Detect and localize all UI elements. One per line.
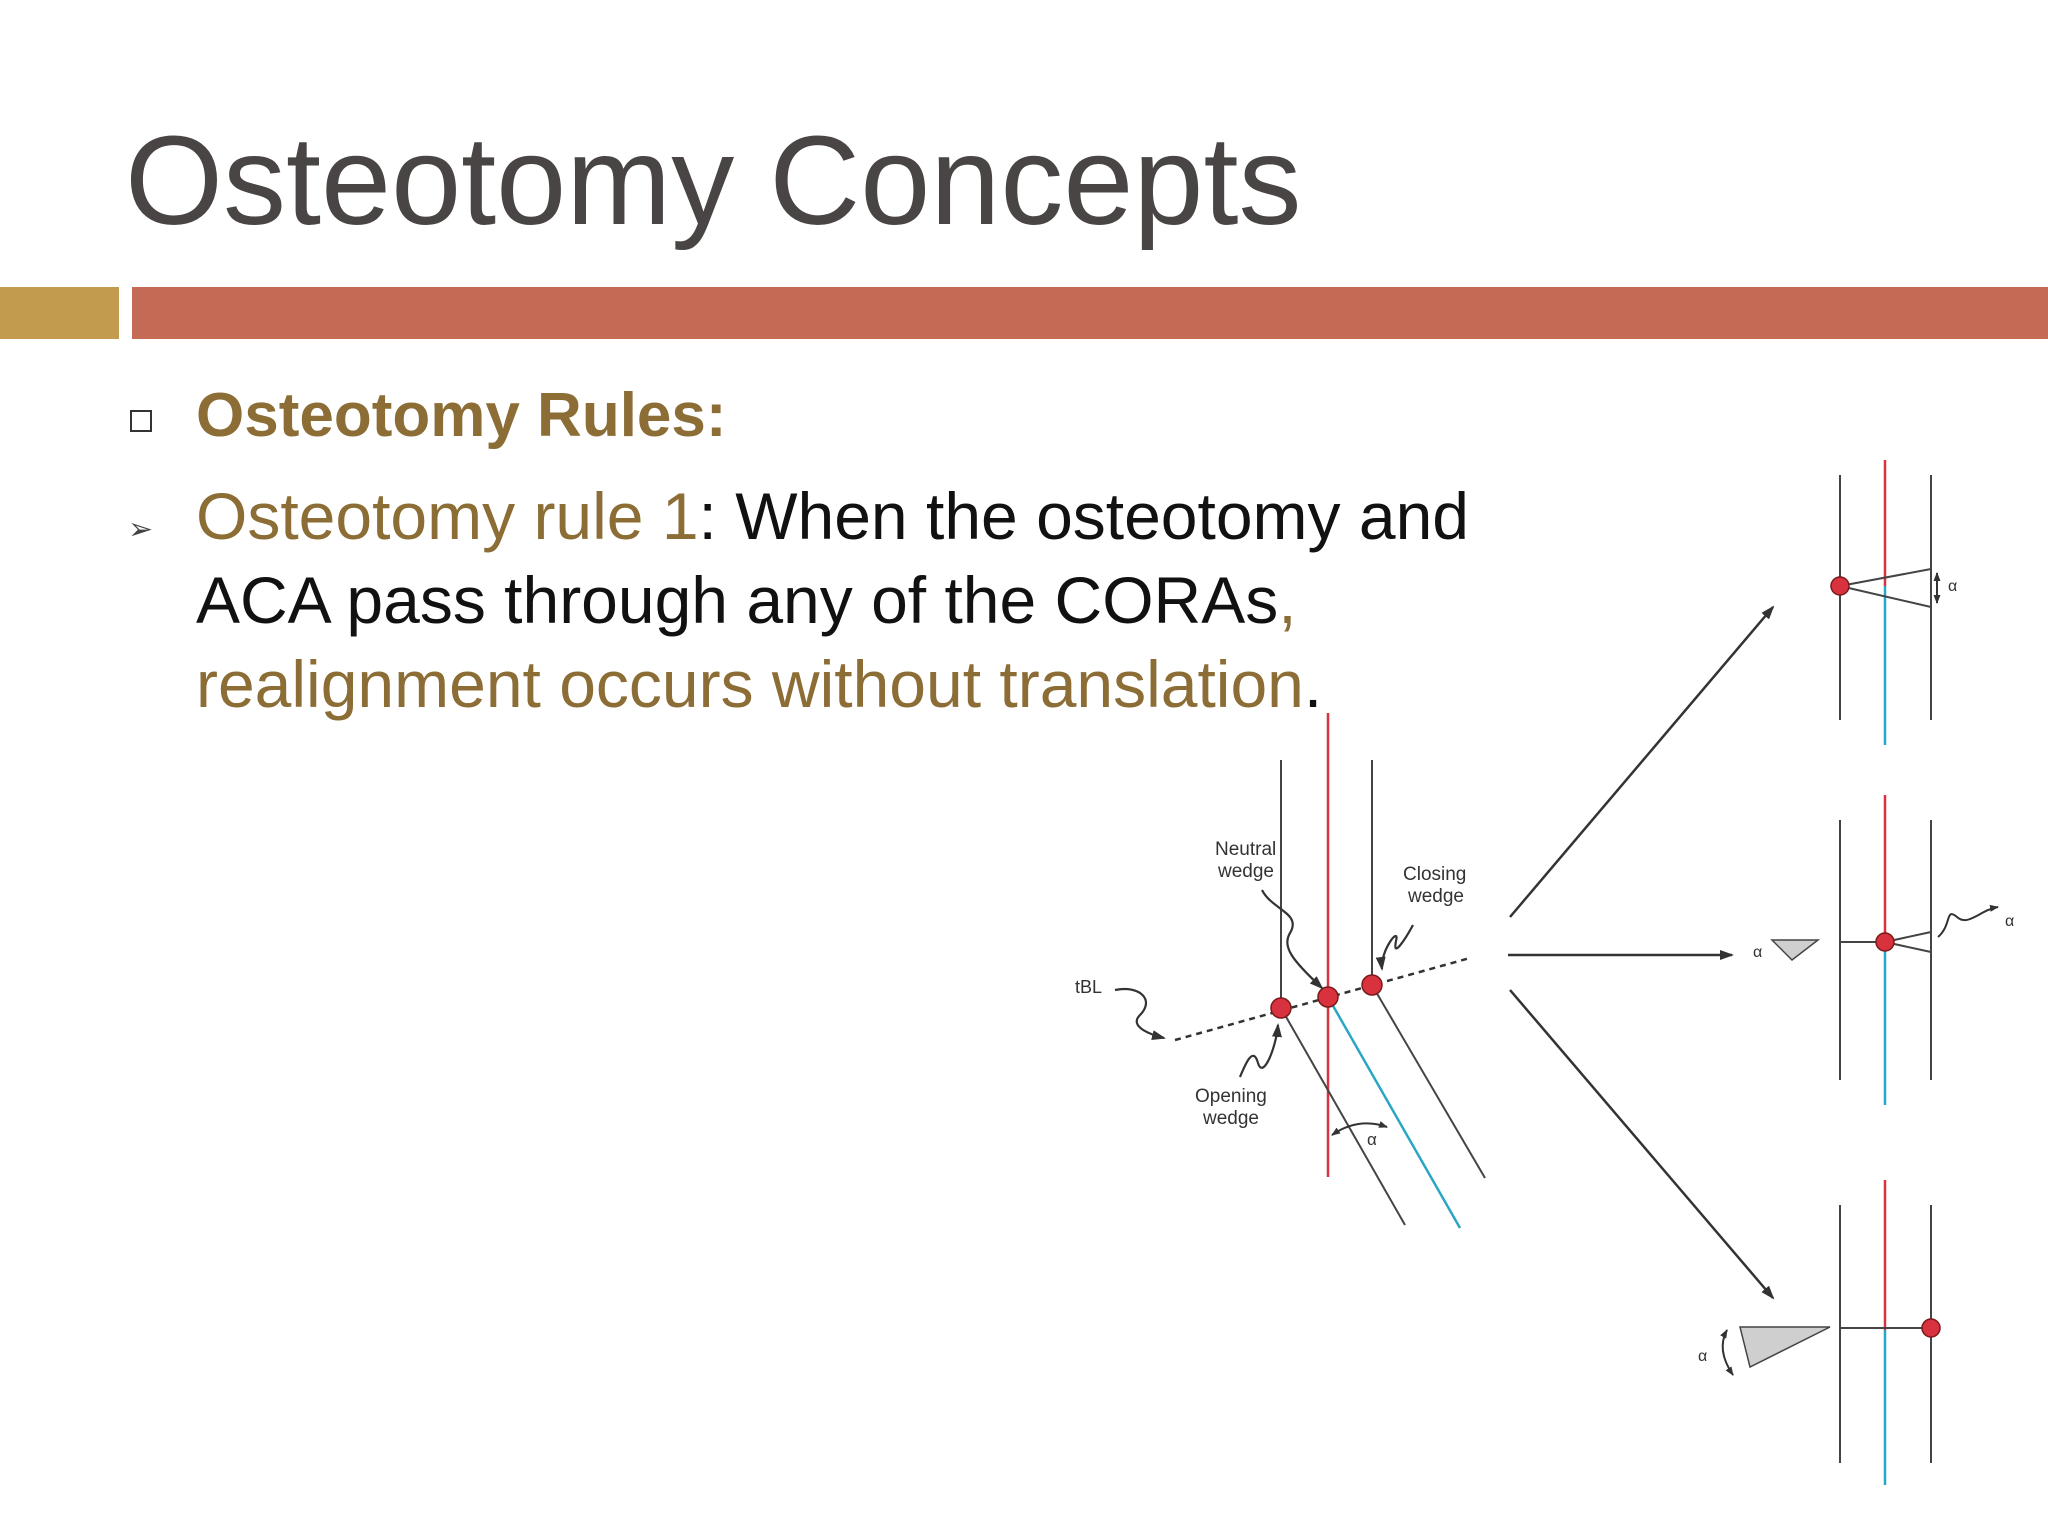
cora-point-neutral (1317, 986, 1339, 1008)
neutral-label-line1: Neutral (1215, 839, 1276, 860)
opening-pointer-arrow (1238, 1023, 1282, 1078)
rule-highlight: realignment occurs without translation (196, 647, 1304, 721)
cora-point-opening (1270, 997, 1292, 1019)
alpha-label-middle-right: α (2005, 913, 2014, 930)
opening-label-line1: Opening (1195, 1086, 1267, 1107)
alpha-arc-arrow (1331, 1121, 1388, 1136)
result-middle: α α (1753, 795, 2014, 1105)
result-bottom: α (1698, 1180, 1941, 1485)
bone-line-left-lower (1280, 1007, 1406, 1226)
alpha-label-bottom: α (1698, 1348, 1707, 1365)
closing-label-line1: Closing (1403, 864, 1466, 885)
central-figure: Neutral wedge Closing wedge Opening wedg… (1075, 713, 1486, 1229)
rule-end: . (1303, 647, 1323, 721)
arrow-bullet-icon: ➢ (128, 513, 154, 546)
title-accent-bar-red (132, 287, 2048, 339)
cora-point-bottom (1921, 1318, 1941, 1338)
arrow-to-top (1509, 605, 1775, 918)
rule-body: When the osteotomy and ACA pass through … (196, 479, 1469, 637)
closing-pointer-arrow (1375, 924, 1414, 971)
section-heading: Osteotomy Rules: (196, 381, 727, 450)
cora-point-top (1830, 576, 1850, 596)
alpha-label-central: α (1367, 1130, 1377, 1149)
tbl-label: tBL (1075, 977, 1102, 997)
rule-comma: , (1278, 563, 1297, 637)
alpha-label-top: α (1948, 578, 1957, 595)
title-accent-bar-gold (0, 287, 119, 339)
rule-prefix: Osteotomy rule 1 (196, 479, 699, 553)
neutral-label-line2: wedge (1217, 861, 1274, 882)
alpha-label-middle-left: α (1753, 944, 1762, 961)
wedge-bottom (1739, 1326, 1831, 1369)
tbl-dashed-line (1174, 956, 1471, 1042)
arrow-to-bottom (1509, 989, 1775, 1300)
wedge-middle (1770, 939, 1821, 961)
tbl-pointer-arrow (1114, 987, 1166, 1040)
rule-colon: : (698, 479, 717, 553)
rule-text: Osteotomy rule 1: When the osteotomy and… (196, 474, 1536, 726)
closing-label-line2: wedge (1407, 886, 1464, 907)
opening-label-line2: wedge (1202, 1108, 1259, 1129)
cora-point-middle (1875, 932, 1895, 952)
result-top: α (1830, 460, 1957, 745)
slide-title: Osteotomy Concepts (125, 110, 1302, 251)
osteotomy-diagram: Neutral wedge Closing wedge Opening wedg… (1075, 460, 2014, 1485)
cora-point-closing (1361, 974, 1383, 996)
neutral-pointer-arrow (1261, 889, 1324, 990)
bone-line-right-lower (1371, 984, 1486, 1179)
axis-line-cyan (1326, 996, 1462, 1229)
square-bullet-icon (130, 410, 152, 432)
